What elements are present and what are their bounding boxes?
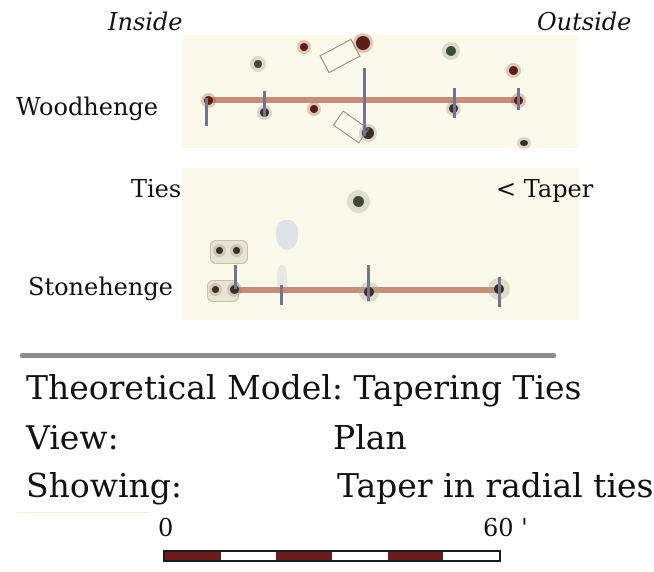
faint-line: [18, 512, 148, 513]
outside-label: Outside: [537, 8, 632, 36]
woodhenge-panel: [182, 35, 577, 148]
woodhenge-post: [509, 66, 518, 75]
faint-stone: [276, 220, 298, 250]
stonehenge-marker: [280, 285, 283, 305]
scale-end-label: 60 ': [483, 514, 528, 542]
woodhenge-post: [204, 96, 213, 105]
inside-label: Inside: [108, 8, 183, 36]
faint-stone: [277, 265, 287, 295]
ties-label: Ties: [131, 175, 182, 203]
view-value: Plan: [333, 418, 407, 457]
stonehenge-marker: [234, 265, 237, 289]
woodhenge-post: [310, 105, 318, 113]
stonehenge-post: [212, 286, 219, 293]
scale-bar: [163, 550, 501, 562]
scale-segment: [220, 552, 277, 560]
showing-label: Showing:: [26, 466, 183, 505]
woodhenge-marker: [517, 88, 520, 110]
taper-label: < Taper: [496, 175, 594, 203]
woodhenge-post: [446, 46, 456, 56]
stonehenge-post: [230, 285, 239, 294]
woodhenge-post: [520, 140, 528, 146]
woodhenge-marker: [363, 68, 366, 136]
woodhenge-marker: [453, 88, 456, 118]
stonehenge-marker: [498, 277, 501, 307]
stonehenge-panel: [182, 168, 579, 320]
woodhenge-post: [356, 36, 370, 50]
stonehenge-post: [233, 247, 240, 254]
model-title: Theoretical Model: Tapering Ties: [26, 368, 582, 407]
stonehenge-post: [353, 196, 364, 207]
scale-segment: [332, 552, 388, 560]
scale-segment: [387, 552, 444, 560]
scale-segment: [276, 552, 333, 560]
showing-value: Taper in radial ties: [337, 466, 654, 505]
scale-segment: [443, 552, 500, 560]
woodhenge-post: [254, 60, 262, 68]
woodhenge-marker: [263, 91, 266, 117]
view-label: View:: [26, 418, 119, 457]
woodhenge-label: Woodhenge: [16, 93, 158, 121]
stonehenge-marker: [367, 265, 370, 301]
divider-rule: [20, 353, 556, 358]
stonehenge-post: [216, 247, 223, 254]
stonehenge-label: Stonehenge: [28, 273, 173, 301]
woodhenge-post: [300, 43, 308, 51]
scale-segment: [165, 552, 221, 560]
scale-start-label: 0: [158, 514, 174, 542]
woodhenge-marker: [205, 98, 208, 126]
